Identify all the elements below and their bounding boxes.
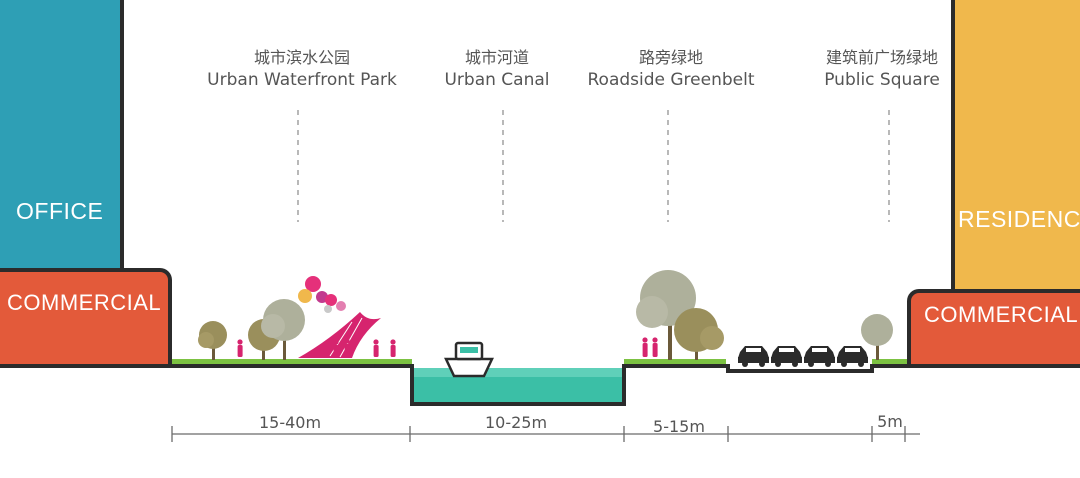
zone-en-public-square: Public Square	[824, 69, 940, 90]
people-icons	[237, 337, 658, 357]
car-icon	[837, 346, 868, 367]
zone-cn-waterfront-park: 城市滨水公园	[253, 48, 350, 67]
grass-strip-greenbelt	[624, 359, 726, 365]
grass-strip-park	[172, 359, 412, 365]
zone-label-canal: 城市河道 Urban Canal	[444, 48, 549, 91]
zone-en-canal: Urban Canal	[444, 69, 550, 90]
dimension-label-greenbelt: 5-15m	[653, 417, 705, 436]
ground-section-line	[172, 364, 907, 406]
zone-label-waterfront-park: 城市滨水公园 Urban Waterfront Park	[207, 48, 397, 91]
zone-en-waterfront-park: Urban Waterfront Park	[207, 69, 397, 90]
balloons-icon	[298, 276, 346, 313]
leader-lines	[297, 110, 890, 222]
commercial-right-building: COMMERCIAL	[907, 289, 1080, 368]
boat-icon	[444, 341, 494, 378]
commercial-left-building: COMMERCIAL	[0, 268, 172, 368]
commercial-right-label: COMMERCIAL	[924, 302, 1079, 327]
pavilion-canopy	[298, 312, 381, 358]
square-tree	[861, 314, 893, 360]
car-icon	[738, 346, 769, 367]
zone-cn-public-square: 建筑前广场绿地	[825, 48, 939, 67]
greenbelt-trees	[636, 270, 724, 360]
office-label: OFFICE	[16, 198, 104, 224]
residence-label: RESIDENCE	[958, 206, 1080, 232]
zone-label-roadside-greenbelt: 路旁绿地 Roadside Greenbelt	[587, 48, 754, 91]
zone-en-roadside-greenbelt: Roadside Greenbelt	[587, 69, 755, 90]
commercial-left-label: COMMERCIAL	[7, 290, 162, 315]
office-building: OFFICE	[0, 0, 124, 272]
park-trees	[198, 299, 305, 360]
car-icons	[738, 346, 868, 367]
dimension-line	[171, 426, 920, 442]
car-icon	[804, 346, 835, 367]
dimension-label-park: 15-40m	[258, 413, 322, 432]
car-icon	[771, 346, 802, 367]
zone-cn-canal: 城市河道	[464, 48, 529, 67]
residence-building: RESIDENCE	[951, 0, 1080, 292]
zone-cn-roadside-greenbelt: 路旁绿地	[638, 48, 704, 67]
grass-strip-square	[872, 359, 907, 365]
canal-water-surface	[412, 368, 624, 377]
dimension-label-canal: 10-25m	[484, 413, 548, 432]
zone-label-public-square: 建筑前广场绿地 Public Square	[824, 48, 940, 91]
dimension-label-square: 5m	[877, 412, 903, 431]
